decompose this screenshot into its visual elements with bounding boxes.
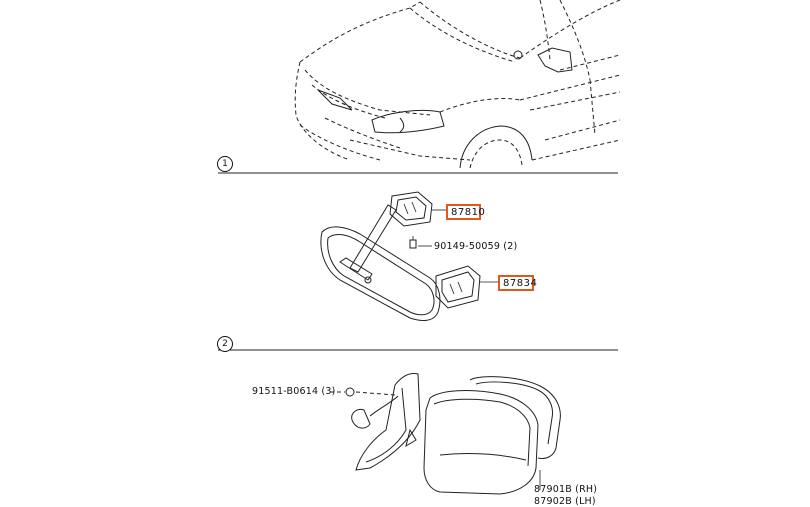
part-label-87901b-rh: 87901B (RH): [534, 484, 598, 495]
part-number: 87834: [503, 278, 538, 289]
outer-mirror-illustration: [330, 373, 561, 495]
part-label-87902b-lh: 87902B (LH): [534, 496, 596, 507]
part-number: 87810: [451, 207, 486, 218]
section-marker-2: 2: [217, 336, 233, 352]
section-number: 1: [222, 159, 228, 169]
section-number: 2: [222, 339, 228, 349]
section-marker-1: 1: [217, 156, 233, 172]
car-illustration: [294, 0, 621, 169]
part-label-91511-b0614: 91511-B0614 (3): [252, 386, 336, 397]
part-callout-87810[interactable]: 87810: [446, 204, 485, 220]
part-label-90149-50059: 90149-50059 (2): [434, 241, 518, 252]
part-callout-87834[interactable]: 87834: [498, 275, 538, 291]
inner-mirror-illustration: [320, 191, 498, 321]
